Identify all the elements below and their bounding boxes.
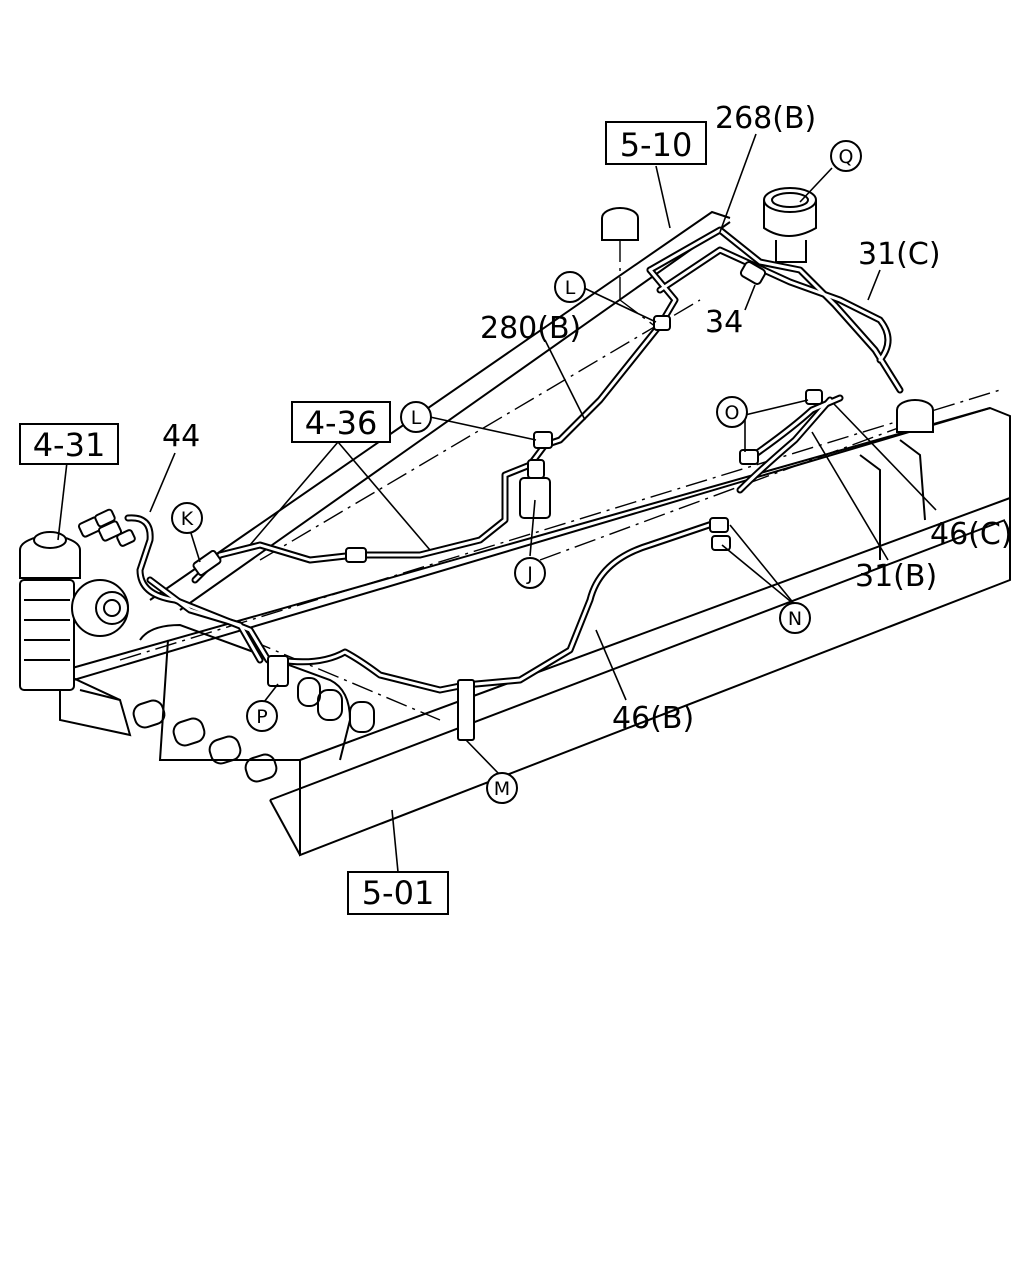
ref-5-01-label: 5-01: [362, 874, 435, 912]
marker-l-upper: L: [554, 271, 586, 303]
part-label-44: 44: [162, 419, 200, 454]
marker-n-label: N: [788, 608, 802, 630]
frame-mounts: [601, 207, 934, 433]
ref-4-31-label: 4-31: [33, 426, 106, 464]
marker-p: P: [246, 700, 278, 732]
reference-box-4-31: 4-31: [19, 423, 119, 465]
frame-holes: [132, 677, 375, 783]
reference-box-4-36: 4-36: [291, 401, 391, 443]
steering-gear-box: [19, 508, 136, 691]
marker-j: J: [514, 557, 546, 589]
reference-box-5-01: 5-01: [347, 871, 449, 915]
ref-5-10-label: 5-10: [620, 126, 693, 164]
marker-p-label: P: [256, 706, 267, 728]
part-label-31c: 31(C): [858, 237, 941, 272]
marker-q: Q: [830, 140, 862, 172]
marker-l-lower-label: L: [411, 407, 422, 429]
ref-4-36-label: 4-36: [305, 404, 378, 442]
part-label-280b: 280(B): [480, 311, 581, 346]
part-label-46c: 46(C): [930, 517, 1013, 552]
marker-o-label: O: [725, 402, 740, 424]
marker-q-label: Q: [839, 146, 854, 168]
leader-lines: [57, 133, 937, 873]
marker-j-label: J: [526, 563, 533, 585]
marker-m-label: M: [494, 778, 510, 800]
marker-m: M: [486, 772, 518, 804]
marker-l-upper-label: L: [565, 277, 576, 299]
chassis-frame: [39, 210, 1011, 857]
marker-k-label: K: [181, 508, 194, 530]
part-label-46b: 46(B): [612, 701, 694, 736]
pipe-runs-inner: [126, 228, 902, 692]
marker-l-lower: L: [400, 401, 432, 433]
reference-box-5-10: 5-10: [605, 121, 707, 165]
marker-n: N: [779, 602, 811, 634]
oil-reservoir: [763, 187, 817, 263]
clamps-and-fittings: [192, 261, 823, 741]
part-label-31b: 31(B): [855, 559, 937, 594]
part-label-34: 34: [705, 305, 743, 340]
marker-o: O: [716, 396, 748, 428]
marker-k: K: [171, 502, 203, 534]
part-label-268b: 268(B): [715, 101, 816, 136]
